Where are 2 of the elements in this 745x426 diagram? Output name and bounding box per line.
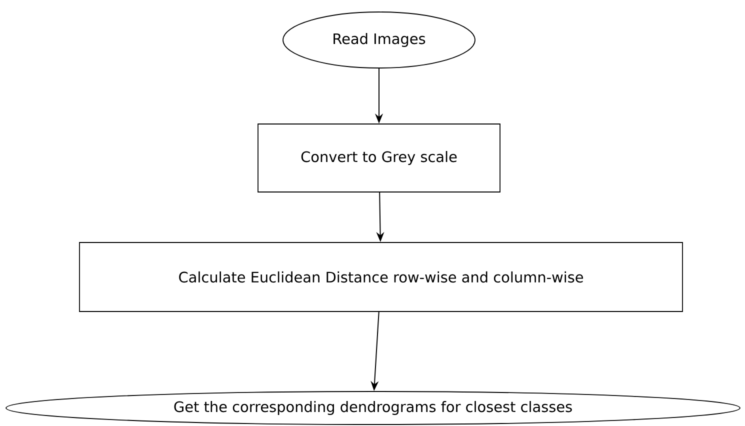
process-box: Calculate Euclidean Distance row-wise and column-wise: [79, 242, 683, 312]
process-box: Convert to Grey scale: [258, 124, 500, 192]
